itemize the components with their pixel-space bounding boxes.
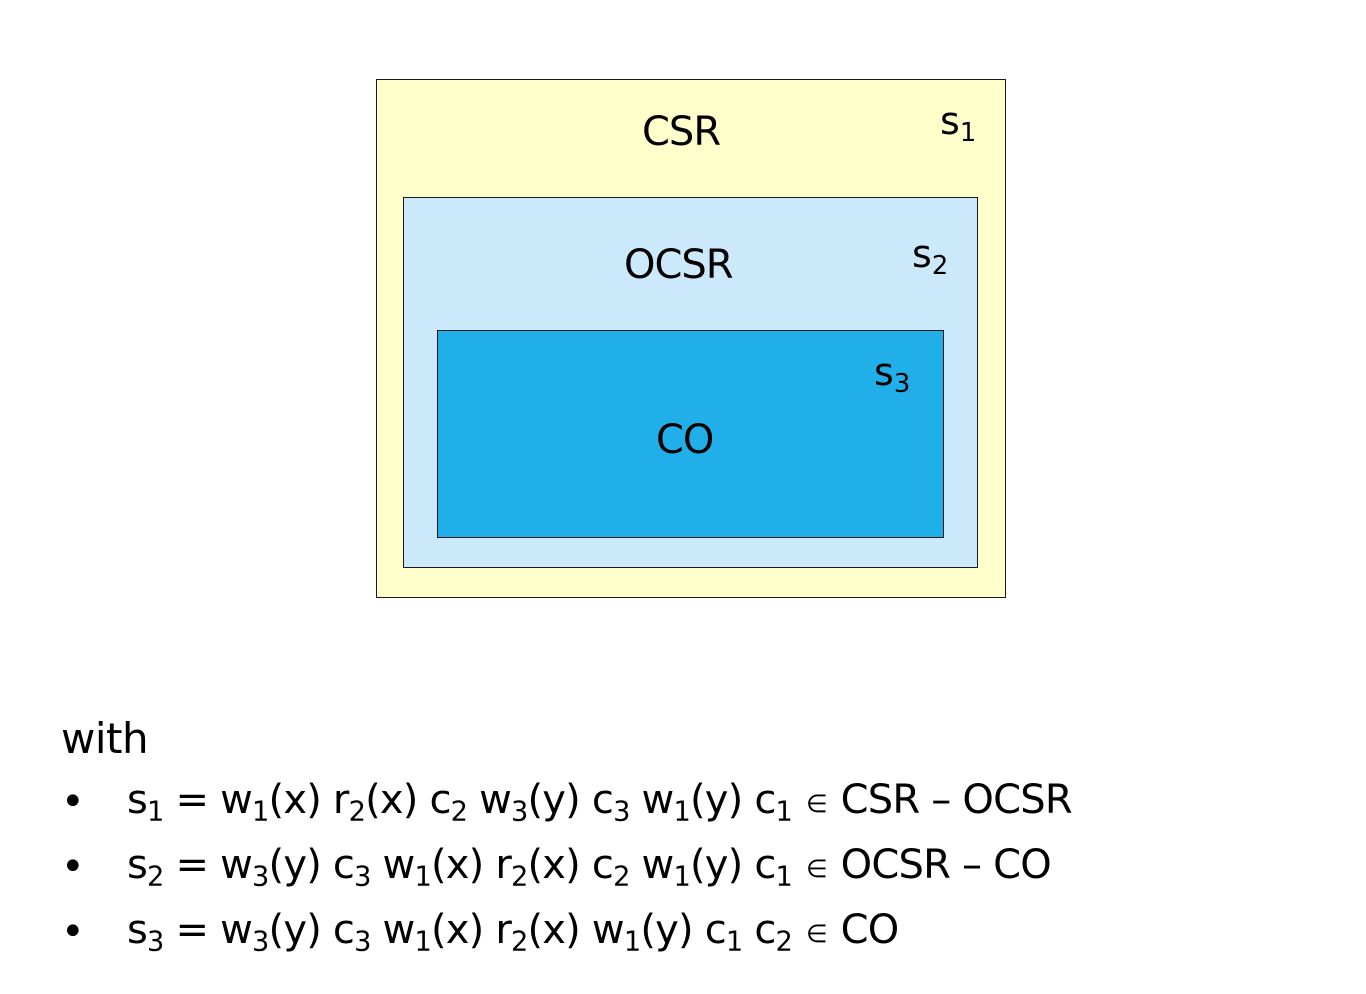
set-expression: CO [828, 907, 900, 953]
formula-text: (y) c [268, 842, 355, 888]
csr-label: CSR [642, 109, 721, 155]
formula-subscript: 3 [252, 926, 269, 958]
schedule-formula-s2: s2 = w3(y) c3 w1(x) r2(x) c2 w1(y) c1 ∈ … [127, 842, 1052, 891]
formula-subscript: 1 [147, 796, 164, 828]
formula-text: (y) c [268, 907, 355, 953]
formula-subscript: 3 [147, 926, 164, 958]
formula-subscript: 2 [147, 861, 164, 893]
formula-text [792, 842, 804, 888]
formula-subscript: 2 [511, 861, 528, 893]
formula-text [792, 907, 804, 953]
formula-subscript: 1 [252, 796, 269, 828]
formula-text: (x) r [430, 842, 512, 888]
formula-subscript: 3 [613, 796, 630, 828]
formula-subscript: 1 [623, 926, 641, 958]
formula-text: = w [163, 907, 253, 953]
s1-tag: s1 [940, 99, 977, 149]
schedule-formula-s1: s1 = w1(x) r2(x) c2 w3(y) c3 w1(y) c1 ∈ … [127, 777, 1073, 826]
formula-text: s [127, 777, 148, 823]
formula-text: (x) c [365, 777, 451, 823]
formula-text: w [370, 907, 416, 953]
set-expression: OCSR – CO [828, 842, 1052, 888]
element-of-symbol: ∈ [805, 788, 828, 818]
formula-subscript: 2 [775, 926, 793, 958]
formula-text: (y) c [689, 842, 776, 888]
formula-text: w [629, 777, 675, 823]
formula-subscript: 2 [348, 796, 366, 828]
bullet-icon: • [61, 844, 85, 890]
formula-text: (x) r [430, 907, 512, 953]
formula-subscript: 1 [673, 796, 690, 828]
formula-subscript: 1 [775, 796, 793, 828]
formula-subscript: 1 [775, 861, 793, 893]
with-heading: with [61, 714, 149, 763]
formula-text [792, 777, 804, 823]
formula-text: (y) c [527, 777, 614, 823]
formula-text: (x) w [527, 907, 625, 953]
formula-text: = w [163, 777, 253, 823]
formula-text: (x) r [268, 777, 350, 823]
formula-text: c [742, 907, 776, 953]
formula-text: s [127, 842, 148, 888]
formula-subscript: 1 [725, 926, 743, 958]
set-expression: CSR – OCSR [828, 777, 1073, 823]
formula-text: w [467, 777, 512, 823]
s3-tag: s3 [874, 350, 911, 400]
formula-subscript: 1 [673, 861, 690, 893]
formula-text: w [629, 842, 675, 888]
formula-subscript: 3 [511, 796, 528, 828]
formula-text: (x) c [527, 842, 614, 888]
formula-text: = w [163, 842, 253, 888]
formula-subscript: 1 [414, 926, 431, 958]
formula-subscript: 3 [354, 861, 371, 893]
formula-subscript: 2 [613, 861, 630, 893]
formula-subscript: 3 [252, 861, 269, 893]
bullet-icon: • [61, 909, 85, 955]
formula-text: s [127, 907, 148, 953]
schedule-formula-s3: s3 = w3(y) c3 w1(x) r2(x) w1(y) c1 c2 ∈ … [127, 907, 900, 956]
co-label: CO [656, 417, 714, 463]
co-region [437, 330, 944, 538]
element-of-symbol: ∈ [805, 853, 828, 883]
ocsr-label: OCSR [624, 242, 734, 288]
formula-subscript: 2 [511, 926, 528, 958]
element-of-symbol: ∈ [805, 918, 828, 948]
s2-tag: s2 [912, 232, 949, 282]
formula-text: (y) c [640, 907, 726, 953]
formula-text: (y) c [689, 777, 776, 823]
formula-text: w [370, 842, 416, 888]
formula-subscript: 1 [414, 861, 431, 893]
formula-subscript: 2 [450, 796, 468, 828]
formula-subscript: 3 [354, 926, 371, 958]
bullet-icon: • [61, 779, 85, 825]
